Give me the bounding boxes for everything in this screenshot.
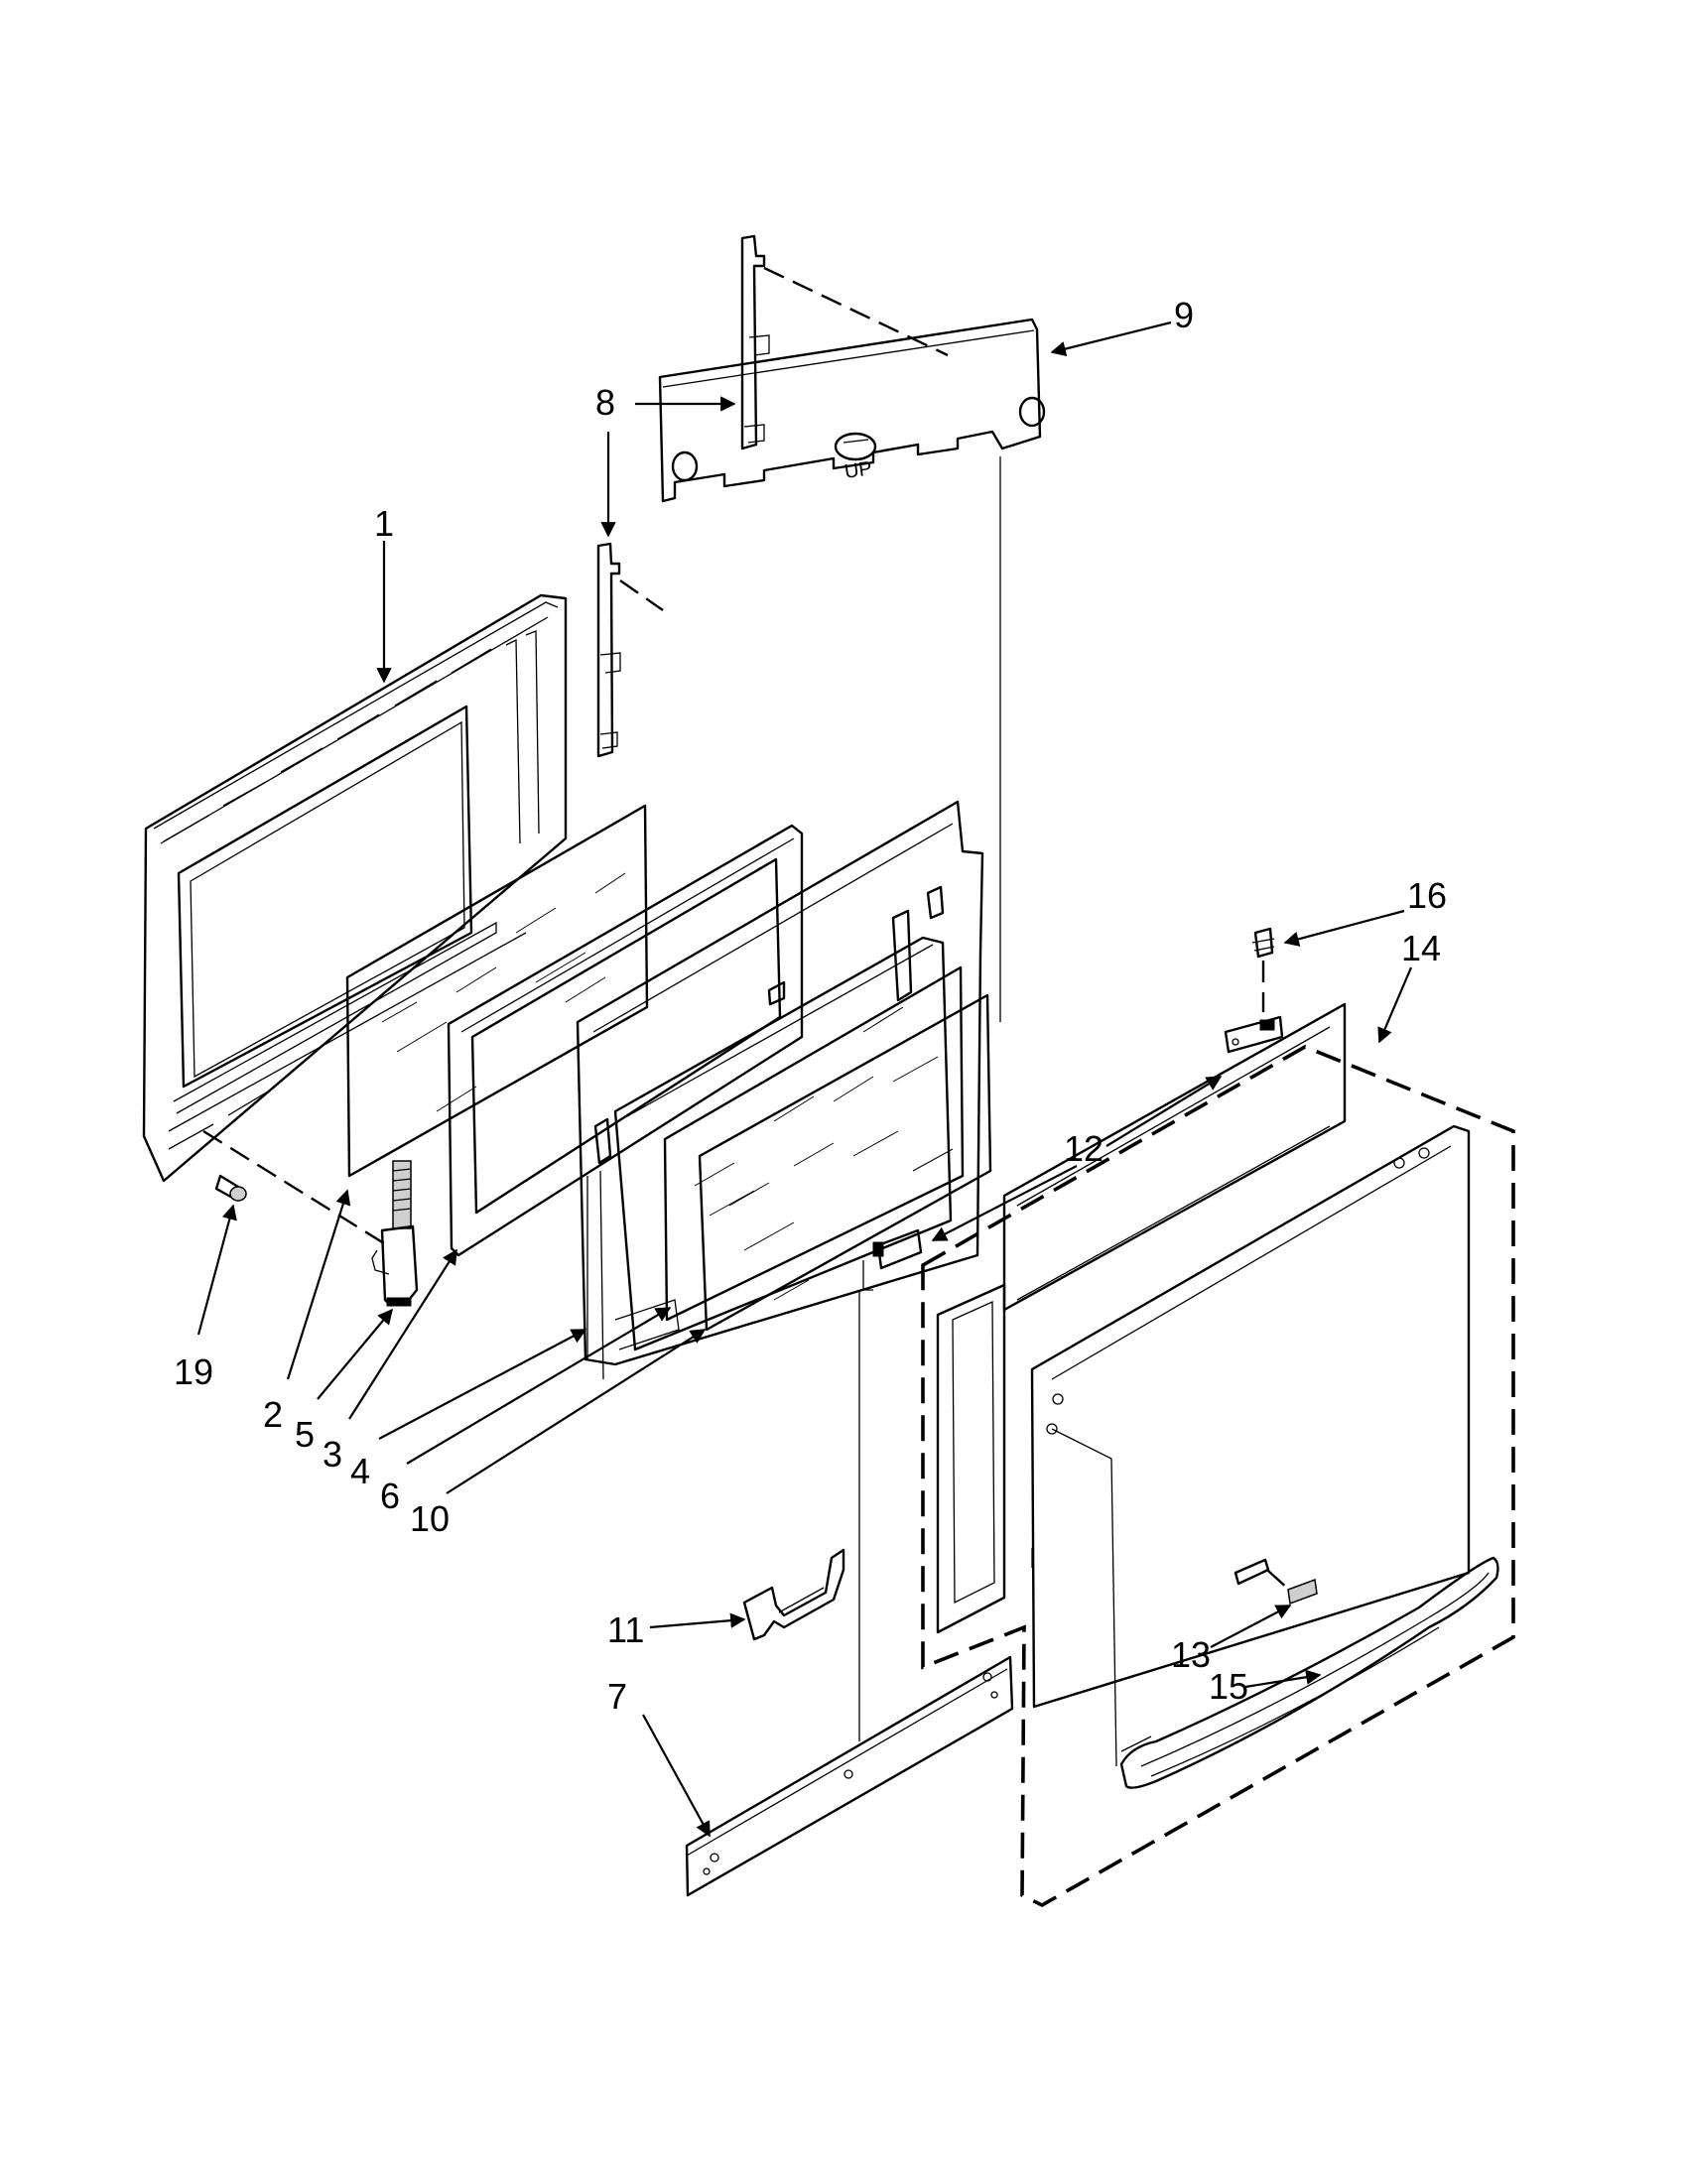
part-11-handle-bracket: [742, 1548, 845, 1641]
part-16-screw: [1251, 927, 1275, 1012]
callout-11: 11: [607, 1609, 644, 1650]
leader-5: [317, 1308, 393, 1400]
callout-12: 12: [1064, 1128, 1104, 1169]
part-14-outer-door-panel: [921, 1002, 1515, 1908]
callout-9: 9: [1174, 295, 1194, 335]
part-3-glass-spacer-frame: [447, 824, 804, 1257]
leader-13: [1210, 1605, 1292, 1648]
callout-13: 13: [1171, 1634, 1211, 1675]
part-5-door-hinge: [371, 1160, 419, 1307]
callout-8-top: 8: [595, 382, 615, 423]
up-marking-label: UP: [844, 457, 874, 483]
leader-7: [642, 1714, 711, 1838]
callout-4: 4: [350, 1451, 370, 1491]
assembly-line-hinge: [202, 1129, 393, 1250]
leader-lines: [196, 321, 1413, 1838]
leader-4: [378, 1329, 587, 1440]
callout-1: 1: [374, 503, 394, 544]
leader-14: [1377, 966, 1413, 1044]
part-12-bracket: [862, 1228, 923, 1291]
leader-12-top: [1105, 1076, 1223, 1147]
callout-2: 2: [263, 1394, 283, 1435]
part-6-inner-glass: [663, 965, 965, 1322]
callout-3: 3: [323, 1434, 342, 1475]
leader-6: [406, 1307, 672, 1465]
part-1-outer-door-frame: [142, 593, 568, 1183]
callout-5: 5: [295, 1414, 315, 1455]
part-9-top-panel: UP: [658, 318, 1046, 503]
part-4-door-liner: [576, 800, 984, 1380]
part-19-screw: [214, 1174, 247, 1202]
leader-15: [1244, 1669, 1322, 1689]
part-13-handle-mount: [1234, 1558, 1318, 1606]
part-16-hinge-bracket: [1224, 1015, 1284, 1054]
leader-3: [348, 1248, 457, 1420]
part-7-bottom-trim: [685, 1655, 1014, 1897]
part-8-hinge-bracket-lower: [596, 542, 621, 758]
leader-12-bottom: [931, 1165, 1078, 1241]
part-2-inner-glass: [345, 804, 649, 1178]
callout-10: 10: [410, 1498, 450, 1539]
leader-9: [1050, 321, 1172, 357]
callout-labels: 1 8 9 16 14 12 19 2 5 3 4 6 10 11 7 13 1…: [174, 295, 1447, 1717]
part-8-hinge-bracket-upper: [740, 234, 770, 450]
leader-16: [1283, 909, 1405, 947]
part-10-outer-glass: [698, 993, 992, 1332]
part-15-door-handle: [1119, 1556, 1499, 1789]
leader-10: [446, 1329, 707, 1494]
callout-7: 7: [607, 1676, 627, 1717]
callout-19: 19: [174, 1351, 213, 1392]
assembly-line-top: [763, 266, 949, 357]
leader-11: [649, 1612, 746, 1629]
leader-2: [286, 1189, 351, 1380]
assembly-line-bracket: [619, 579, 664, 611]
callout-14: 14: [1401, 928, 1441, 968]
callout-16: 16: [1407, 875, 1447, 916]
leader-19: [196, 1204, 237, 1336]
callout-6: 6: [380, 1476, 400, 1516]
callout-15: 15: [1209, 1666, 1248, 1707]
